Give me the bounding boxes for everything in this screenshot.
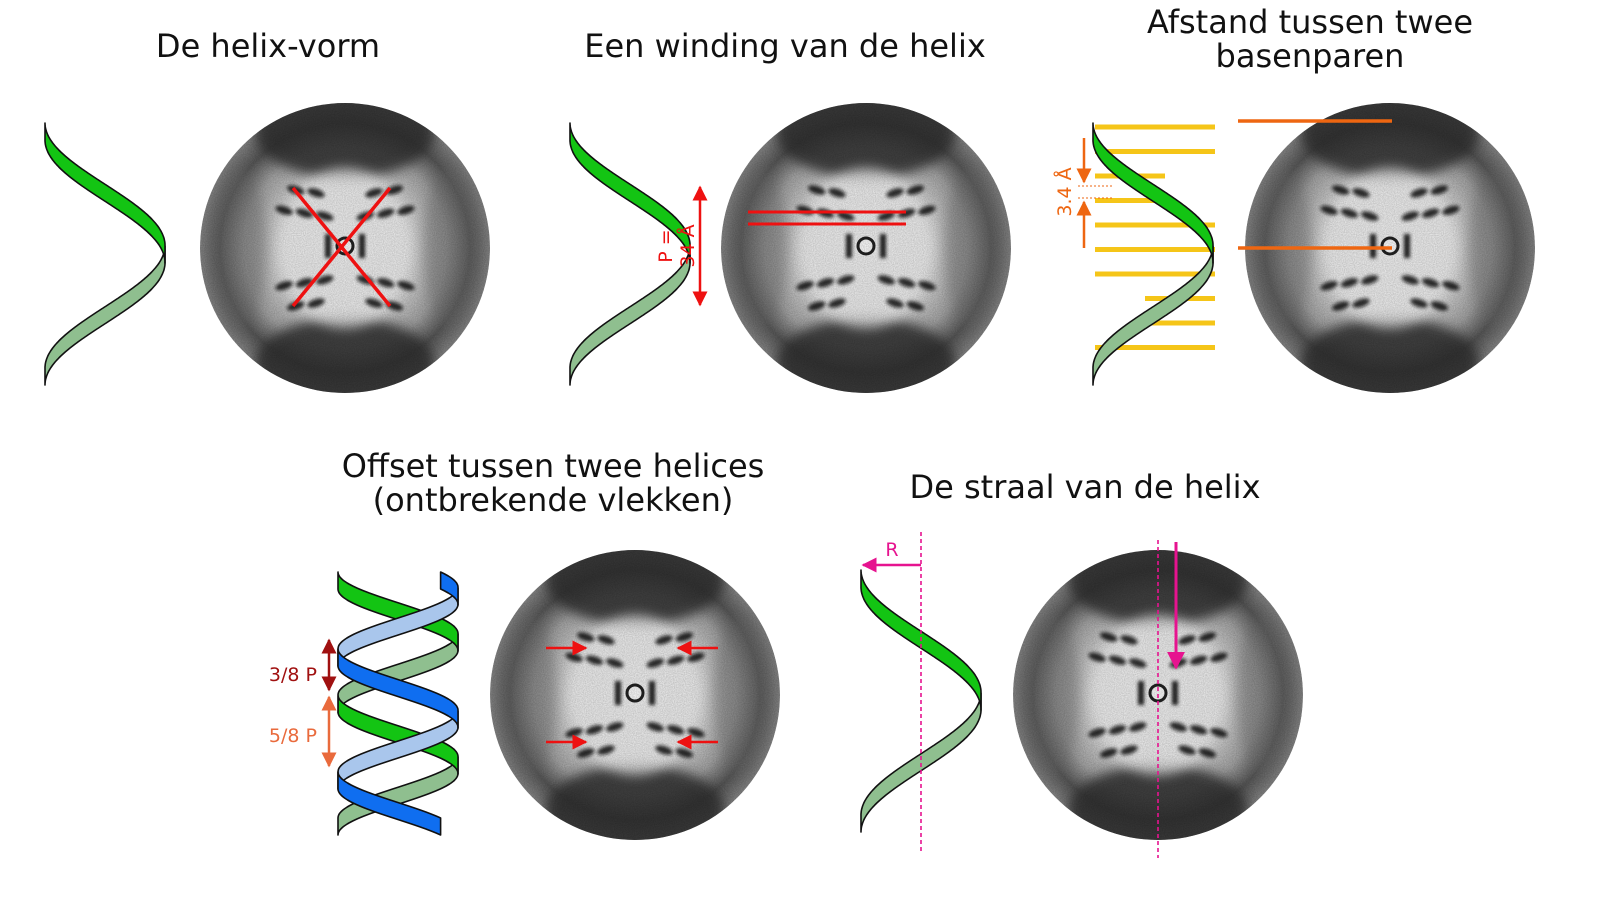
panel-helix-radius: De straal van de helix R [861, 468, 1303, 858]
strand-back-segment [1093, 246, 1213, 385]
minor-groove-label: 3/8 P [269, 664, 317, 686]
offset-arrows: 3/8 P 5/8 P [269, 640, 329, 766]
pitch-label: P = 34 Å [655, 224, 699, 267]
panel-helix-winding: Een winding van de helix P = 34 Å [570, 27, 1011, 410]
panel-base-pair-spacing: Afstand tussen twee basenparen 3.4 Å [1053, 3, 1535, 410]
strand-front-segment [1093, 123, 1213, 263]
helix-strand [45, 123, 165, 385]
panel-title-line-2: basenparen [1216, 37, 1405, 75]
strand-front-segment [45, 123, 165, 263]
svg-text:P =: P = [655, 229, 677, 262]
panel-title: De helix-vorm [156, 27, 380, 65]
x-ray-diffraction-photo [721, 86, 1011, 411]
svg-text:34 Å: 34 Å [676, 224, 699, 267]
rise-label: 3.4 Å [1053, 167, 1076, 216]
x-ray-diffraction-photo [490, 533, 780, 858]
radius-label: R [885, 539, 898, 561]
strand-back-segment [570, 246, 690, 385]
panel-title: Offset tussen twee helices [342, 447, 765, 485]
panel-title-line-2: (ontbrekende vlekken) [373, 481, 734, 519]
panel-title: Een winding van de helix [584, 27, 986, 65]
strand-back-segment [45, 246, 165, 385]
panel-helix-offset: Offset tussen twee helices (ontbrekende … [269, 447, 780, 857]
panel-title: Afstand tussen twee [1147, 3, 1473, 41]
major-groove-label: 5/8 P [269, 725, 317, 747]
x-ray-diffraction-photo [200, 86, 490, 411]
panel-title: De straal van de helix [909, 468, 1260, 506]
strand-back-segment [861, 693, 981, 832]
panel-helix-shape: De helix-vorm [45, 27, 490, 410]
